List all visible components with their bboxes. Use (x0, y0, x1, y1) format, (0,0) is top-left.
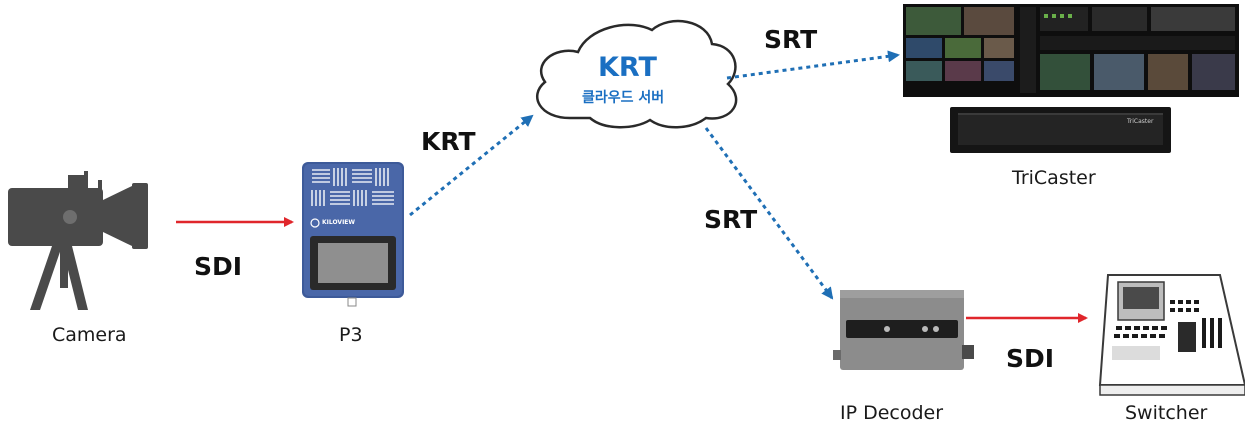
p3-device (302, 162, 404, 307)
cloud-to-decoder-arrow (704, 127, 834, 300)
tricaster-label: TriCaster (1012, 167, 1096, 189)
sdi-label-switcher: SDI (1006, 344, 1055, 373)
p3-to-cloud-arrow (409, 114, 534, 217)
srt-label-tricaster: SRT (764, 25, 818, 54)
srt-label-decoder: SRT (704, 205, 758, 234)
p3-label: P3 (339, 324, 363, 346)
krt-label: KRT (421, 127, 476, 156)
camera-label: Camera (52, 324, 127, 346)
camera-icon (8, 171, 148, 310)
cloud-subtitle: 클라우드 서버 (582, 90, 665, 106)
cloud-to-tricaster-arrow (726, 50, 900, 80)
p3-brand-text: KILOVIEW (322, 219, 356, 226)
ip-decoder-label: IP Decoder (840, 402, 944, 424)
switcher-label: Switcher (1125, 402, 1208, 424)
ip-decoder-icon (833, 290, 974, 370)
tricaster-rack-icon (950, 107, 1171, 153)
tricaster-brand-text: TriCaster (1127, 118, 1154, 125)
cloud-title: KRT (598, 52, 657, 83)
sdi-label-camera: SDI (194, 252, 243, 281)
switcher-icon (1098, 274, 1245, 396)
tricaster-screens-icon (903, 4, 1239, 97)
cloud-shape (536, 19, 738, 129)
